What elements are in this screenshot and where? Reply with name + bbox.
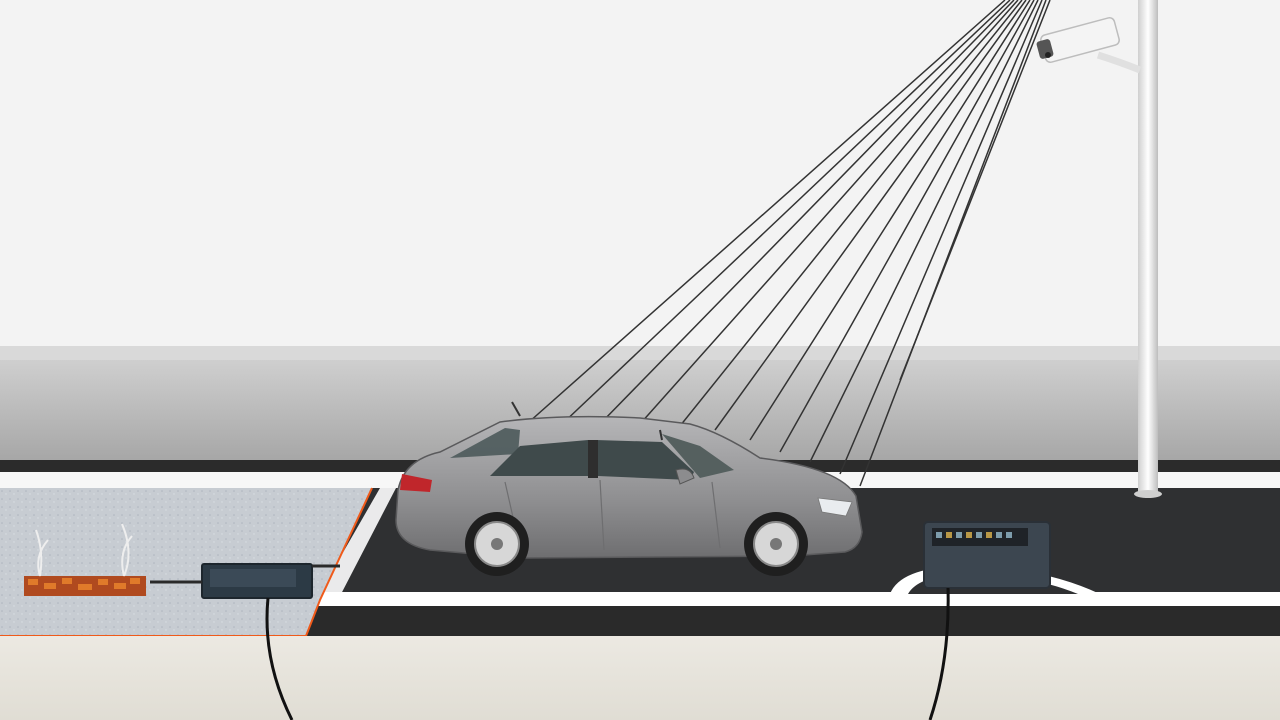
ground (0, 636, 1280, 720)
underground-cable-right (928, 587, 950, 720)
ground-loop-icon (201, 563, 313, 599)
security-camera-icon (1036, 17, 1120, 63)
underground-cable-left (265, 597, 294, 720)
front-wheel (744, 512, 808, 576)
rear-wheel (465, 512, 529, 576)
camera-beam (519, 0, 1051, 487)
ground-anchors (24, 523, 146, 596)
street-pole (1096, 0, 1162, 498)
sensor-box-icon (890, 521, 1100, 594)
car (395, 401, 863, 576)
